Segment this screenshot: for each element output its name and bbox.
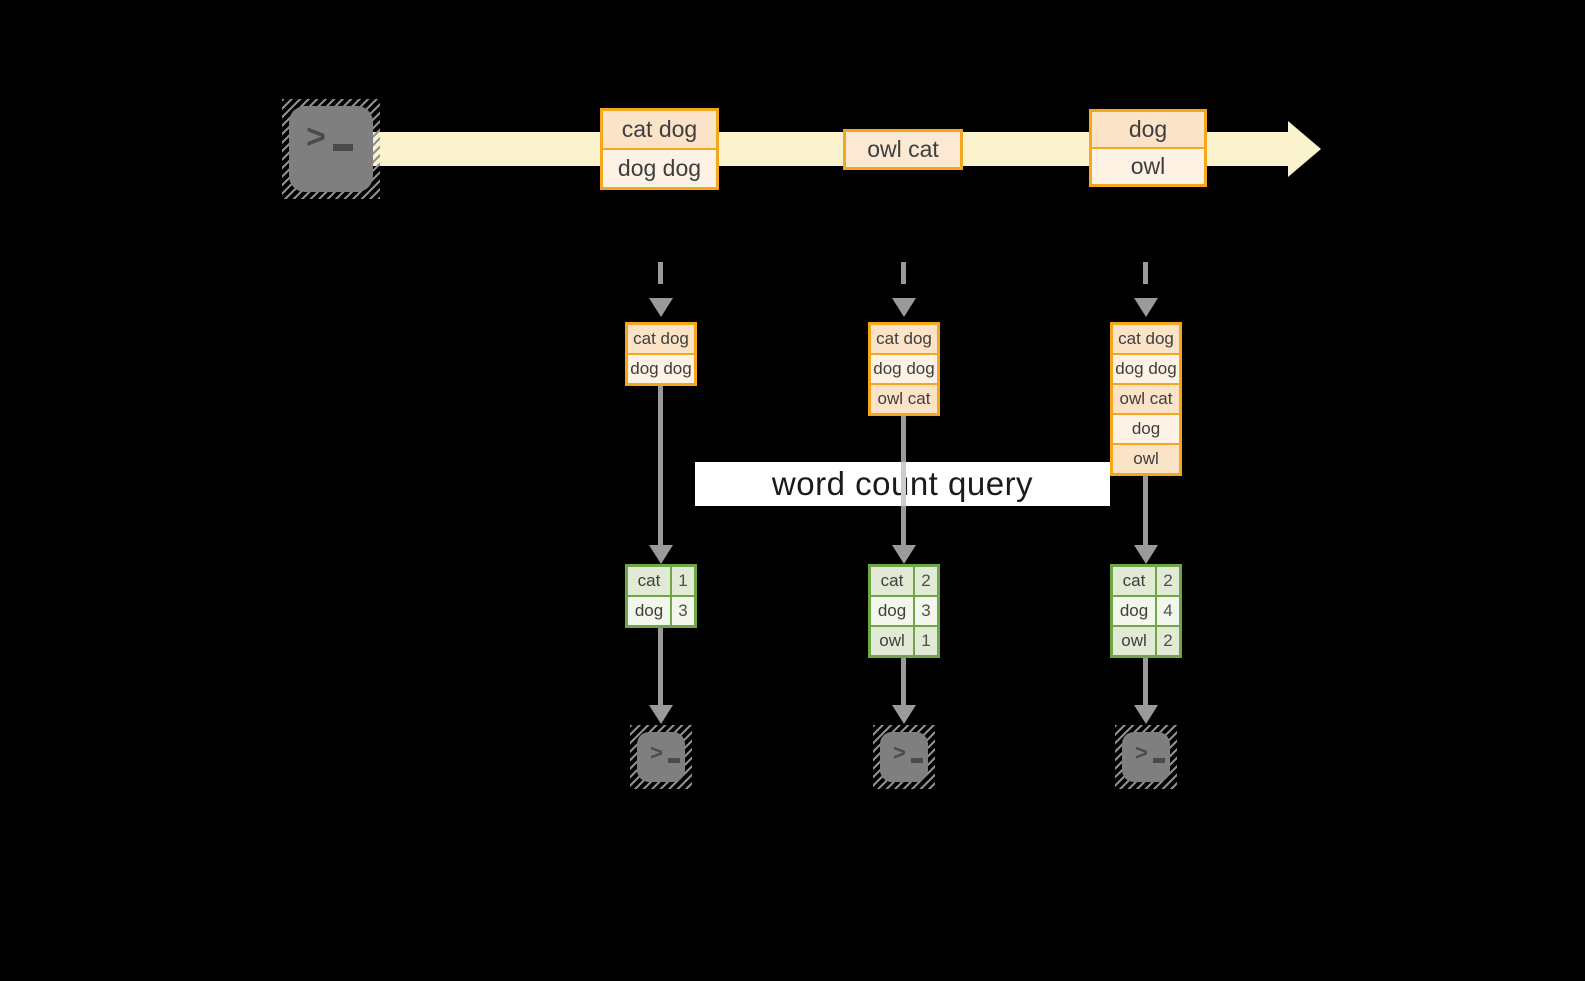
table-row: owl 1 [871, 627, 937, 655]
word-cell: dog [628, 597, 670, 625]
count-cell: 4 [1157, 597, 1179, 625]
word-cell: owl [1113, 627, 1155, 655]
dashed-arrowhead-icon [1134, 298, 1158, 317]
table-row: cat 1 [628, 567, 694, 595]
output-arrowhead-icon [649, 705, 673, 724]
terminal-screen: > [289, 106, 373, 192]
table-row: dog 4 [1113, 597, 1179, 625]
terminal-sink-icon: > [630, 725, 692, 789]
terminal-screen: > [637, 732, 685, 782]
table-row: dog 3 [628, 597, 694, 625]
dashed-arrowhead-icon [649, 298, 673, 317]
word-cell: owl [871, 627, 913, 655]
word-cell: cat [628, 567, 670, 595]
terminal-source-icon: > [282, 99, 380, 199]
prompt-chevron-icon: > [306, 118, 326, 156]
buffer-row: cat dog [871, 325, 937, 353]
message-row: dog dog [603, 150, 716, 187]
dashed-arrow [901, 262, 906, 296]
prompt-cursor-icon [911, 758, 923, 763]
count-table-2: cat 2 dog 3 owl 1 [868, 564, 940, 658]
output-arrow [1143, 658, 1148, 706]
buffer-row: owl [1113, 445, 1179, 473]
message-row: owl [1092, 149, 1204, 184]
terminal-sink-icon: > [1115, 725, 1177, 789]
buffer-row: owl cat [1113, 385, 1179, 413]
buffer-row: cat dog [628, 325, 694, 353]
stream-message-2: owl cat [843, 129, 963, 170]
table-row: cat 2 [1113, 567, 1179, 595]
buffer-row: dog [1113, 415, 1179, 443]
stream-message-1: cat dog dog dog [600, 108, 719, 190]
count-cell: 2 [915, 567, 937, 595]
buffer-stack-1: cat dog dog dog [625, 322, 697, 386]
prompt-cursor-icon [333, 144, 353, 151]
prompt-cursor-icon [1153, 758, 1165, 763]
buffer-row: dog dog [871, 355, 937, 383]
buffer-row: dog dog [628, 355, 694, 383]
message-row: owl cat [846, 132, 960, 167]
prompt-chevron-icon: > [1135, 740, 1148, 765]
prompt-cursor-icon [668, 758, 680, 763]
buffer-row: dog dog [1113, 355, 1179, 383]
flow-arrow [658, 386, 663, 546]
prompt-chevron-icon: > [893, 740, 906, 765]
word-cell: cat [1113, 567, 1155, 595]
terminal-sink-icon: > [873, 725, 935, 789]
flow-arrow [1143, 476, 1148, 546]
output-arrowhead-icon [892, 705, 916, 724]
table-row: cat 2 [871, 567, 937, 595]
buffer-row: owl cat [871, 385, 937, 413]
dashed-arrowhead-icon [892, 298, 916, 317]
dashed-arrow [1143, 262, 1148, 296]
output-arrow [901, 658, 906, 706]
count-cell: 2 [1157, 567, 1179, 595]
prompt-chevron-icon: > [650, 740, 663, 765]
count-table-3: cat 2 dog 4 owl 2 [1110, 564, 1182, 658]
buffer-stack-3: cat dog dog dog owl cat dog owl [1110, 322, 1182, 476]
buffer-row: cat dog [1113, 325, 1179, 353]
stream-message-3: dog owl [1089, 109, 1207, 187]
buffer-stack-2: cat dog dog dog owl cat [868, 322, 940, 416]
flow-arrowhead-icon [892, 545, 916, 564]
count-cell: 1 [915, 627, 937, 655]
table-row: dog 3 [871, 597, 937, 625]
count-table-1: cat 1 dog 3 [625, 564, 697, 628]
terminal-screen: > [880, 732, 928, 782]
flow-arrowhead-icon [649, 545, 673, 564]
word-cell: dog [871, 597, 913, 625]
word-cell: dog [1113, 597, 1155, 625]
message-row: dog [1092, 112, 1204, 147]
message-row: cat dog [603, 111, 716, 148]
flow-arrowhead-icon [1134, 545, 1158, 564]
terminal-screen: > [1122, 732, 1170, 782]
output-arrowhead-icon [1134, 705, 1158, 724]
dashed-arrow [658, 262, 663, 296]
output-arrow [658, 628, 663, 706]
table-row: owl 2 [1113, 627, 1179, 655]
count-cell: 3 [672, 597, 694, 625]
count-cell: 3 [915, 597, 937, 625]
stream-band-arrowhead-icon [1288, 121, 1321, 177]
count-cell: 1 [672, 567, 694, 595]
count-cell: 2 [1157, 627, 1179, 655]
word-cell: cat [871, 567, 913, 595]
flow-arrow-over-banner [901, 462, 906, 506]
